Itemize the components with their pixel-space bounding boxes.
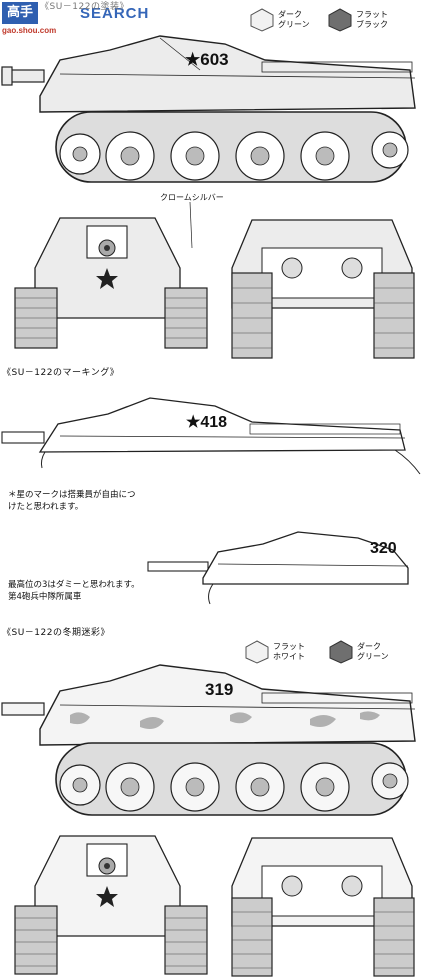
- legend-label-3a: フラット: [273, 642, 305, 651]
- legend-label-2b: ブラック: [356, 20, 388, 29]
- section-title-marking: 《SU－122のマーキング》: [2, 368, 120, 378]
- swatch-light-hex-icon: [245, 640, 269, 664]
- watermark: 高手 SEARCH gao.shou.com: [2, 2, 172, 35]
- legend-label-4a: ダーク: [357, 642, 381, 651]
- tank-rear-view-1: [231, 219, 415, 359]
- swatch-dark-hex-icon: [328, 8, 352, 32]
- swatch-dark-hex-icon: [329, 640, 353, 664]
- legend-label-1b: グリーン: [278, 20, 310, 29]
- legend-label-1a: ダーク: [278, 10, 302, 19]
- side-number-319: 319: [205, 680, 234, 699]
- section-title-painting: 《SU－122の塗装》: [40, 2, 129, 12]
- watermark-text: SEARCH: [80, 5, 150, 22]
- tank-front-view-winter: [14, 835, 208, 975]
- section-title-winter-camo: 《SU－122の冬期迷彩》: [2, 628, 110, 638]
- tank-marking-view-418: [1, 397, 421, 475]
- swatch-light-hex-icon: [250, 8, 274, 32]
- callout-leader-line: [189, 201, 193, 249]
- tank-side-view-1: [1, 35, 416, 183]
- watermark-logo-icon: 高手: [2, 2, 38, 24]
- marking-number-320: 320: [370, 540, 397, 557]
- legend-painting: ダーク グリーン フラット ブラック: [250, 6, 420, 42]
- legend-label-4b: グリーン: [357, 652, 389, 661]
- legend-label-2a: フラット: [356, 10, 388, 19]
- callout-chrome-silver: クロームシルバー: [160, 193, 224, 202]
- note-star-mark-2: けたと思われます。: [8, 502, 84, 512]
- tank-front-view-1: [14, 217, 208, 349]
- tank-marking-view-320: [147, 531, 409, 605]
- side-number-603: ★603: [185, 50, 229, 69]
- note-star-mark-1: ＊星のマークは搭乗員が自由につ: [8, 490, 136, 500]
- note-battery-4: 第4砲兵中隊所属車: [8, 592, 82, 602]
- tank-rear-view-winter: [231, 837, 415, 977]
- watermark-site: gao.shou.com: [2, 26, 57, 35]
- legend-label-3b: ホワイト: [273, 652, 305, 661]
- note-dummy-3: 最高位の3はダミーと思われます。: [8, 580, 140, 590]
- legend-winter-camo: フラット ホワイト ダーク グリーン: [245, 638, 420, 674]
- marking-number-418: ★418: [186, 414, 228, 431]
- tank-side-view-winter: [1, 664, 416, 816]
